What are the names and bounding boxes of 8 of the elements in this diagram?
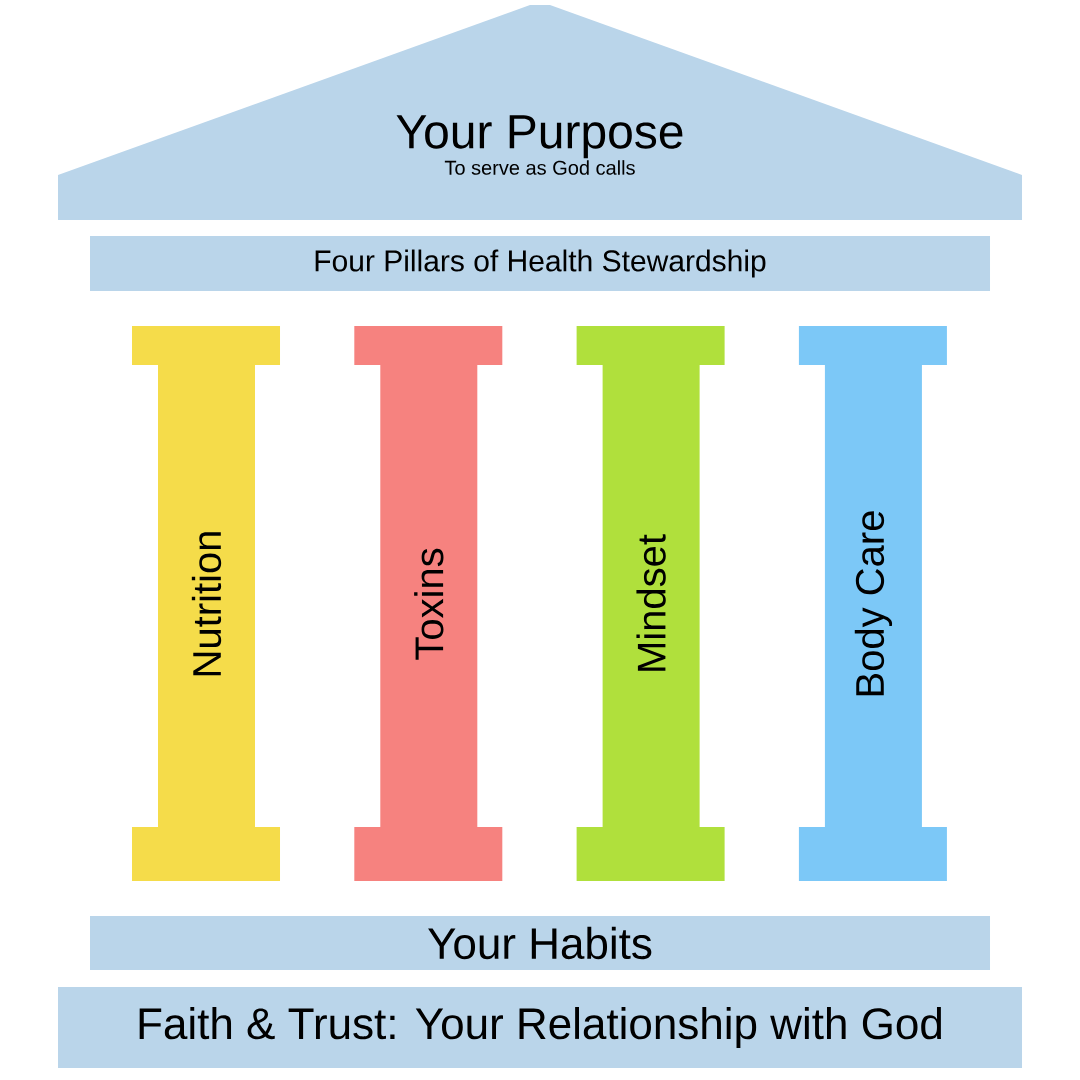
roof-pediment: Your Purpose To serve as God calls <box>58 5 1022 220</box>
pillar: Mindset <box>576 326 725 881</box>
pillar: Body Care <box>798 326 947 881</box>
band: Four Pillars of Health Stewardship <box>90 236 990 291</box>
pillar: Nutrition <box>132 326 280 881</box>
band: Faith & Trust: Your Relationship with God <box>58 987 1022 1068</box>
pillar: Toxins <box>354 326 503 881</box>
band: Your Habits <box>90 916 990 970</box>
